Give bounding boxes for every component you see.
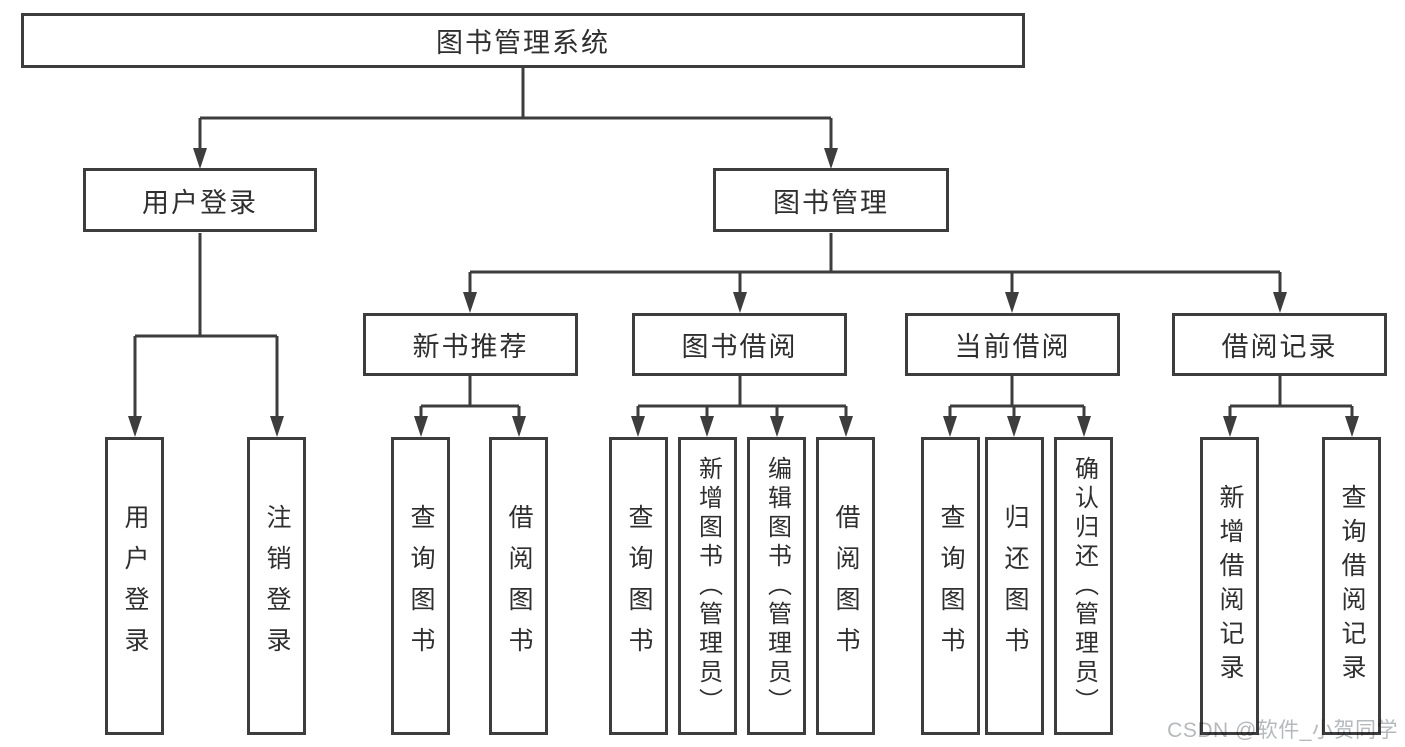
- node-current-borrowing-label: 当前借阅: [954, 332, 1071, 362]
- leaf-query-borrow-record: 查询借阅记录: [1322, 437, 1381, 735]
- leaf-borrow-books-borrowing: 借阅图书: [816, 437, 875, 735]
- node-user-login-label: 用户登录: [142, 187, 258, 218]
- leaf-borrow-books-recommend-label: 借阅图书: [505, 504, 533, 668]
- node-user-login: 用户登录: [83, 168, 317, 232]
- leaf-query-books-current-label: 查询图书: [937, 504, 965, 668]
- leaf-confirm-return-admin: 确认归还（管理员）: [1054, 437, 1113, 735]
- node-current-borrowing: 当前借阅: [905, 313, 1120, 376]
- leaf-query-books-current: 查询图书: [921, 437, 980, 735]
- node-book-management-label: 图书管理: [773, 187, 889, 218]
- leaf-edit-books-admin: 编辑图书（管理员）: [747, 437, 806, 735]
- node-new-book-recommend-label: 新书推荐: [412, 332, 529, 362]
- leaf-add-borrow-record-label: 新增借阅记录: [1216, 484, 1244, 688]
- node-book-borrowing-label: 图书借阅: [681, 332, 798, 362]
- leaf-query-books-recommend: 查询图书: [391, 437, 450, 735]
- leaf-logout: 注销登录: [247, 437, 306, 735]
- leaf-add-books-admin: 新增图书（管理员）: [678, 437, 737, 735]
- leaf-query-books-borrowing: 查询图书: [609, 437, 668, 735]
- node-root-label: 图书管理系统: [436, 28, 610, 58]
- leaf-return-books: 归还图书: [985, 437, 1044, 735]
- leaf-borrow-books-recommend: 借阅图书: [489, 437, 548, 735]
- node-borrow-records: 借阅记录: [1172, 313, 1387, 376]
- leaf-query-borrow-record-label: 查询借阅记录: [1338, 484, 1366, 688]
- leaf-return-books-label: 归还图书: [1001, 504, 1029, 668]
- node-root: 图书管理系统: [21, 13, 1025, 68]
- node-new-book-recommend: 新书推荐: [363, 313, 578, 376]
- leaf-user-login: 用户登录: [105, 437, 164, 735]
- node-borrow-records-label: 借阅记录: [1221, 332, 1338, 362]
- leaf-borrow-books-borrowing-label: 借阅图书: [832, 504, 860, 668]
- leaf-user-login-label: 用户登录: [121, 504, 149, 668]
- leaf-query-books-recommend-label: 查询图书: [407, 504, 435, 668]
- leaf-edit-books-admin-label: 编辑图书（管理员）: [763, 455, 791, 717]
- leaf-query-books-borrowing-label: 查询图书: [625, 504, 653, 668]
- node-book-management: 图书管理: [713, 168, 949, 232]
- watermark: CSDN @软件_小贺同学: [1167, 719, 1398, 742]
- leaf-confirm-return-admin-label: 确认归还（管理员）: [1070, 455, 1098, 717]
- leaf-logout-label: 注销登录: [263, 504, 291, 668]
- leaf-add-borrow-record: 新增借阅记录: [1200, 437, 1259, 735]
- leaf-add-books-admin-label: 新增图书（管理员）: [694, 455, 722, 717]
- node-book-borrowing: 图书借阅: [632, 313, 847, 376]
